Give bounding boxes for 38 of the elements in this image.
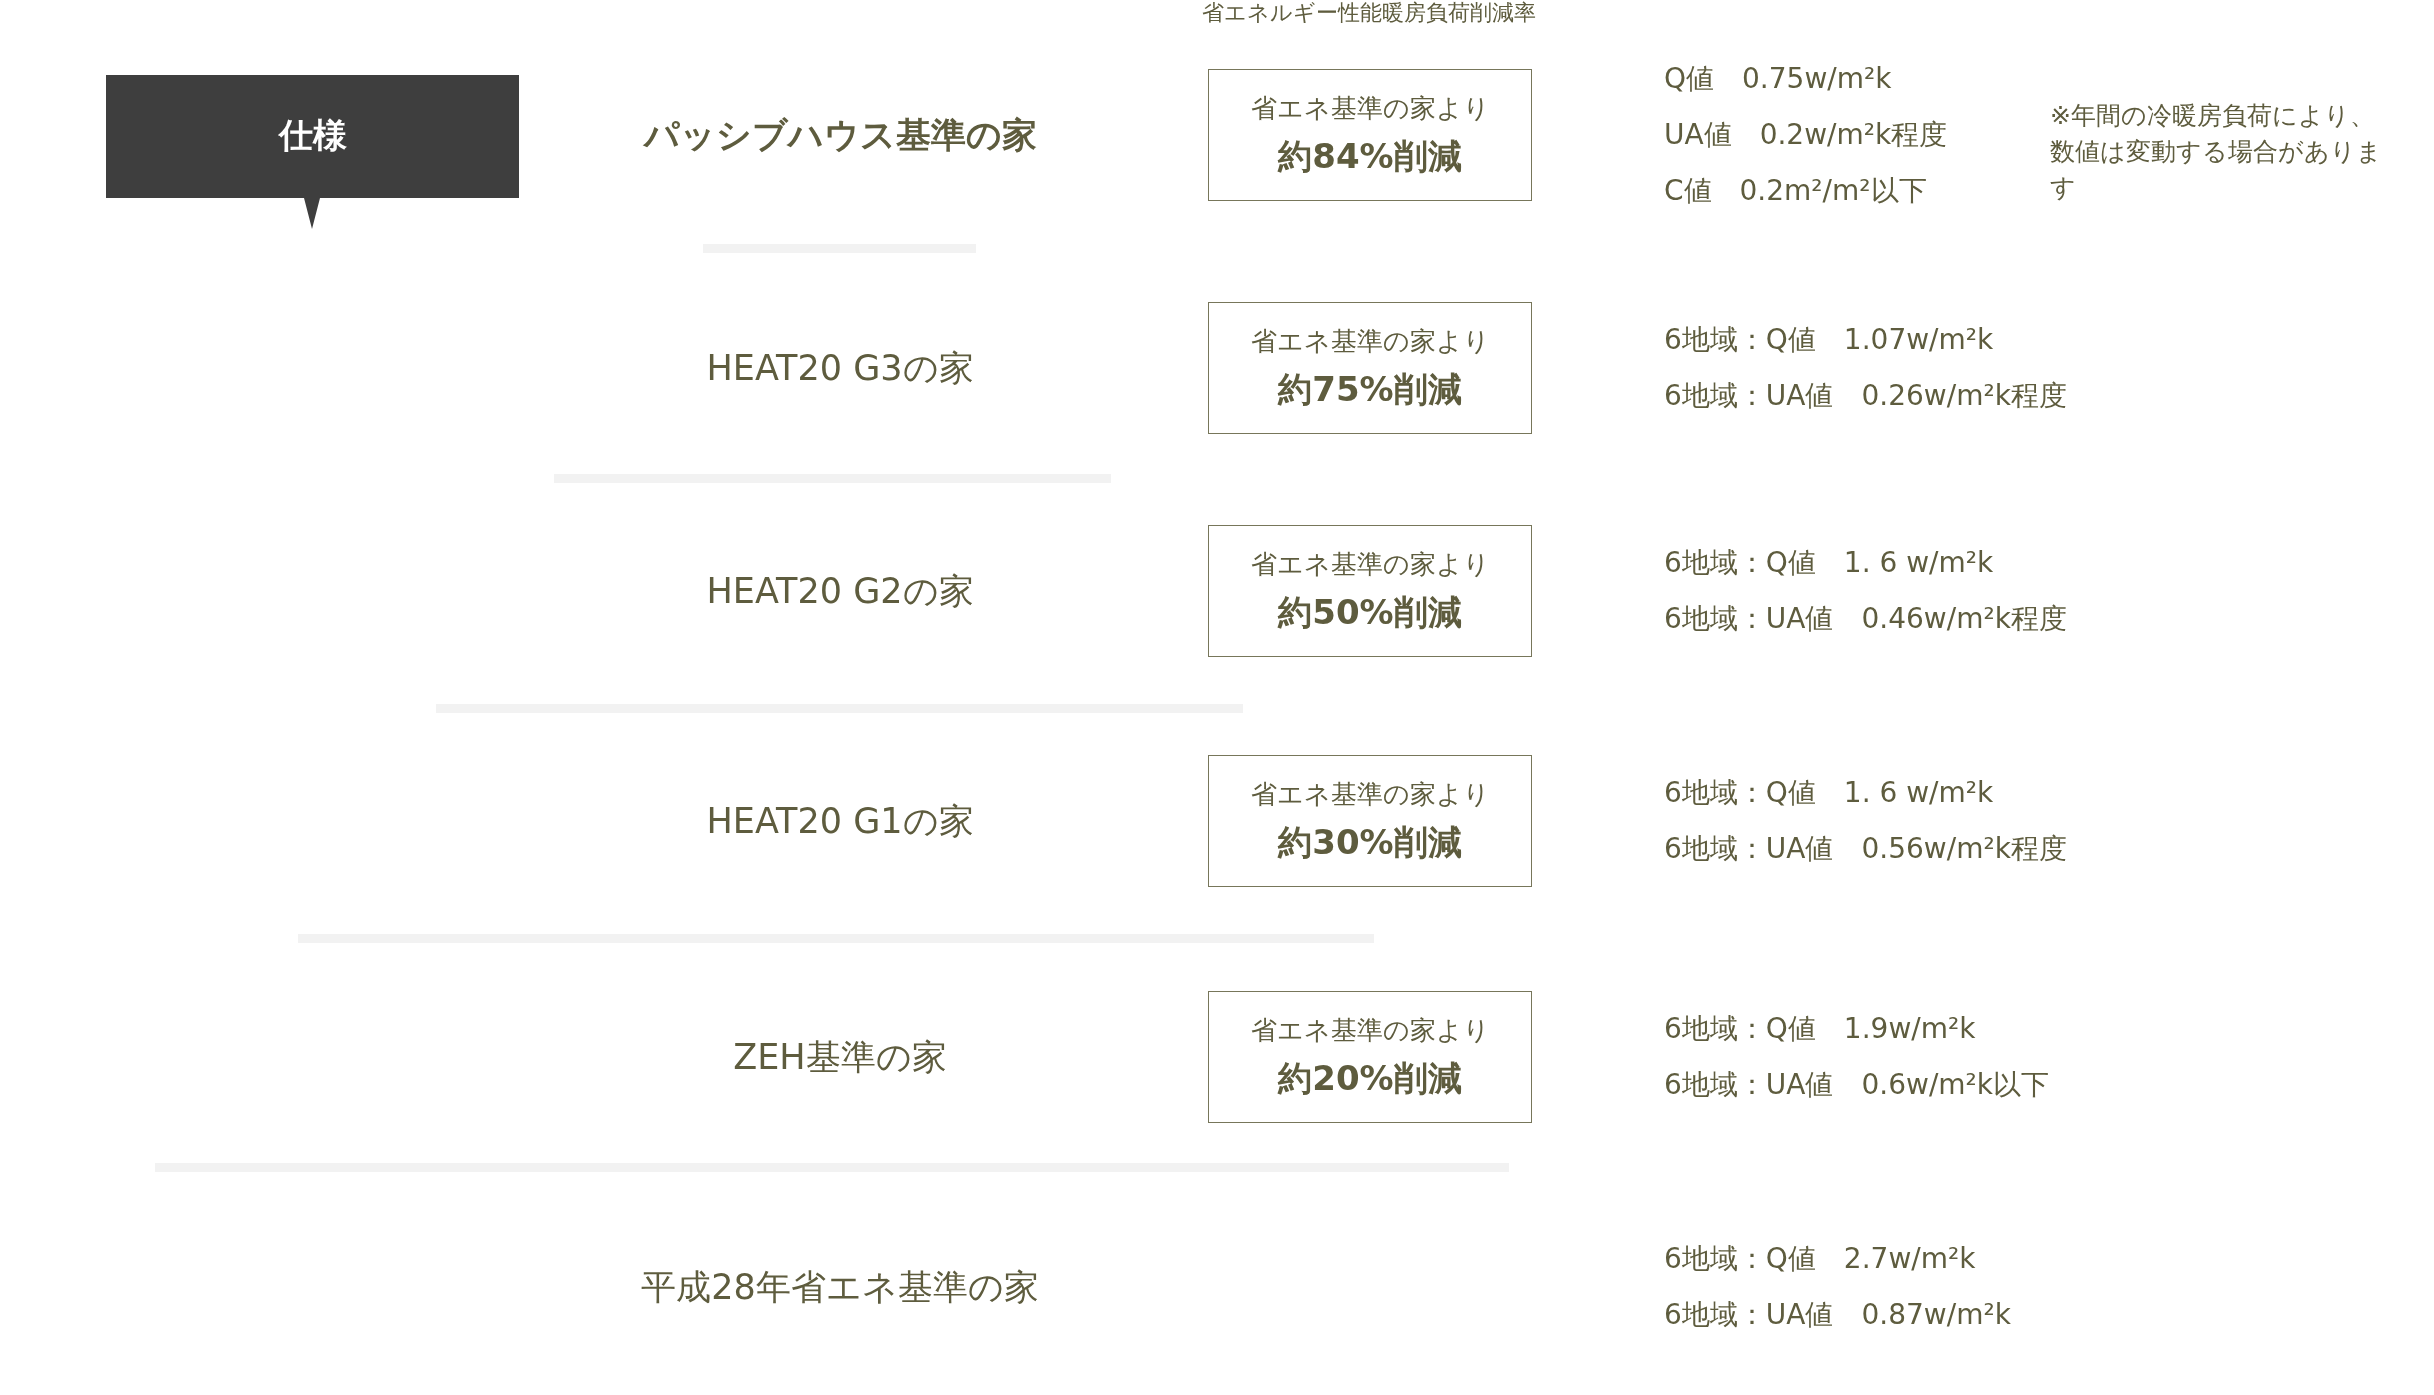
spec-value: Q値 0.75w/m²k <box>1664 62 1892 96</box>
box-caption: 省エネ基準の家より <box>1250 547 1490 581</box>
house-standard-label: HEAT20 G1の家 <box>705 800 975 842</box>
reduction-value: 約20%削減 <box>1278 1056 1462 1100</box>
house-standard-label: 平成28年省エネ基準の家 <box>640 1266 1040 1308</box>
house-standard-label: HEAT20 G3の家 <box>705 347 975 389</box>
reduction-box <box>1208 69 1532 201</box>
reduction-value: 約84%削減 <box>1278 134 1462 178</box>
spec-value: C値 0.2m²/m²以下 <box>1664 174 1927 208</box>
reduction-box <box>1208 302 1532 434</box>
reduction-box <box>1208 525 1532 657</box>
spec-value: 6地域：Q値 1.9w/m²k <box>1664 1012 1976 1046</box>
box-caption: 省エネ基準の家より <box>1250 324 1490 358</box>
reduction-value: 約50%削減 <box>1278 590 1462 634</box>
spec-value: 6地域：Q値 2.7w/m²k <box>1664 1242 1976 1276</box>
house-standard-label: ZEH基準の家 <box>732 1036 948 1078</box>
spec-value: 6地域：Q値 1. 6 w/m²k <box>1664 546 1994 580</box>
spec-value: 6地域：UA値 0.6w/m²k以下 <box>1664 1068 2050 1102</box>
callout-text: 仕様 <box>277 115 348 156</box>
column-heading: 省エネルギー性能暖房負荷削減率 <box>1201 0 1537 27</box>
reduction-value: 約30%削減 <box>1278 820 1462 864</box>
reduction-box <box>1208 991 1532 1123</box>
spec-value: 6地域：UA値 0.56w/m²k程度 <box>1664 832 2067 866</box>
box-caption: 省エネ基準の家より <box>1250 1013 1490 1047</box>
spec-value: UA値 0.2w/m²k程度 <box>1664 118 1948 152</box>
house-standard-label: パッシブハウス基準の家 <box>642 114 1038 156</box>
spec-value: 6地域：UA値 0.46w/m²k程度 <box>1664 602 2067 636</box>
spec-value: 6地域：Q値 1. 6 w/m²k <box>1664 776 1994 810</box>
house-standard-label: HEAT20 G2の家 <box>705 570 975 612</box>
reduction-box <box>1208 755 1532 887</box>
speech-bubble <box>106 75 519 229</box>
reduction-value: 約75%削減 <box>1278 367 1462 411</box>
box-caption: 省エネ基準の家より <box>1250 91 1490 125</box>
footnote: ※年間の冷暖房負荷により、数値は変動する場合があります <box>2050 100 2383 204</box>
spec-value: 6地域：UA値 0.26w/m²k程度 <box>1664 379 2067 413</box>
spec-value: 6地域：Q値 1.07w/m²k <box>1664 323 1994 357</box>
box-caption: 省エネ基準の家より <box>1250 777 1490 811</box>
spec-value: 6地域：UA値 0.87w/m²k <box>1664 1298 2011 1332</box>
